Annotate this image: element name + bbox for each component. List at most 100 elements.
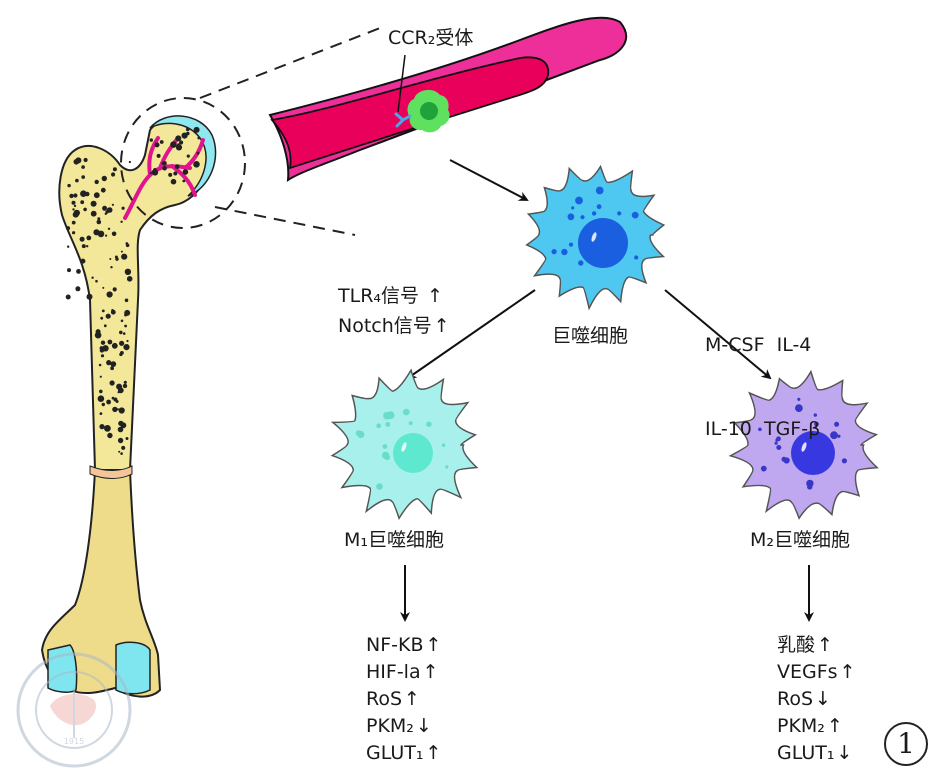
marrow-dot xyxy=(100,354,105,358)
marrow-dot xyxy=(149,172,152,175)
marrow-dot xyxy=(111,342,118,349)
marrow-dot xyxy=(103,324,107,328)
cytoplasm-granule xyxy=(386,411,395,420)
marrow-dot xyxy=(106,360,112,366)
marrow-dot xyxy=(124,309,131,316)
marrow-dot xyxy=(124,324,127,328)
cytoplasm-granule xyxy=(774,441,778,445)
marrow-dot xyxy=(149,138,153,142)
marrow-dot xyxy=(118,407,125,414)
marrow-dot xyxy=(81,175,85,179)
marrow-dot xyxy=(99,412,103,415)
marrow-dot xyxy=(118,420,124,427)
marrow-dot xyxy=(97,217,101,221)
marrow-dot xyxy=(86,235,92,241)
marrow-dot xyxy=(65,226,71,231)
marrow-dot xyxy=(102,286,105,289)
m1-signal-tlr4: TLR₄信号 ↑ xyxy=(338,281,450,311)
marrow-dot xyxy=(186,131,190,136)
cytoplasm-granule xyxy=(385,422,391,427)
m2-marker: VEGFs↑ xyxy=(777,659,855,686)
marrow-dot xyxy=(122,332,126,335)
arrow-up-icon: ↑ xyxy=(422,661,439,683)
marrow-dot xyxy=(170,141,177,148)
cytoplasm-granule xyxy=(445,465,449,469)
marrow-dot xyxy=(97,395,105,403)
m1-markers-list: NF-KB↑ HIF-la↑ RoS↑ PKM₂↓ GLUT₁↑ xyxy=(366,632,441,767)
marrow-dot xyxy=(69,193,74,199)
marrow-dot xyxy=(106,399,111,405)
marrow-dot xyxy=(79,236,85,242)
marrow-dot xyxy=(80,190,87,197)
marrow-dot xyxy=(67,183,71,188)
marrow-dot xyxy=(170,178,177,185)
marrow-dot xyxy=(111,231,117,237)
cytoplasm-granule xyxy=(561,248,568,256)
marrow-dot xyxy=(86,293,93,300)
marrow-dot xyxy=(151,169,159,176)
marrow-dot xyxy=(80,200,85,205)
marrow-dot xyxy=(107,432,113,439)
marrow-dot xyxy=(100,187,106,193)
marrow-dot xyxy=(113,397,118,402)
marrow-dot xyxy=(173,142,176,145)
cytoplasm-granule xyxy=(617,211,622,216)
cytoplasm-granule xyxy=(376,423,382,429)
marrow-dot xyxy=(73,209,81,217)
arrow-up-icon: ↑ xyxy=(817,634,833,656)
cell-nucleus xyxy=(393,433,433,473)
m2-macrophage-label: M₂巨噬细胞 xyxy=(750,529,851,551)
cytoplasm-granule xyxy=(634,255,639,260)
marrow-dot xyxy=(101,402,106,407)
figure-number: 1 xyxy=(884,722,928,766)
cytoplasm-granule xyxy=(376,483,383,490)
marrow-dot xyxy=(117,426,124,433)
m2-signals-list: M-CSF IL-4 IL-10 TGF-β xyxy=(705,275,820,471)
marrow-dot xyxy=(156,153,161,158)
marrow-dot xyxy=(182,169,189,175)
marrow-dot xyxy=(193,161,200,168)
marrow-dot xyxy=(102,205,108,211)
arrow-up-icon: ↑ xyxy=(425,742,442,764)
marrow-dot xyxy=(111,172,116,177)
marrow-dot xyxy=(119,352,123,357)
marrow-dot xyxy=(117,408,119,411)
cytoplasm-granule xyxy=(776,436,781,442)
cytoplasm-granule xyxy=(567,213,575,221)
marrow-dot xyxy=(73,204,77,208)
m2-marker: GLUT₁↓ xyxy=(777,740,855,767)
m2-markers-list: 乳酸↑ VEGFs↑ RoS↓ PKM₂↑ GLUT₁↓ xyxy=(777,632,855,767)
marrow-dot xyxy=(83,157,88,163)
marrow-dot xyxy=(104,425,111,432)
cytoplasm-granule xyxy=(568,242,574,247)
marrow-dot xyxy=(107,339,113,345)
cytoplasm-granule xyxy=(575,196,583,205)
nucleus-highlight xyxy=(591,232,597,242)
arrow-vessel-to-macrophage xyxy=(449,159,529,201)
marrow-dot xyxy=(110,266,113,269)
marrow-dot xyxy=(112,287,117,292)
cytoplasm-granule xyxy=(813,413,817,417)
marrow-dot xyxy=(124,268,132,275)
m1-marker: HIF-la↑ xyxy=(366,659,441,686)
marrow-dot xyxy=(179,140,184,145)
cytoplasm-granule xyxy=(441,443,446,447)
marrow-dot xyxy=(111,203,114,206)
marrow-dot xyxy=(102,345,109,352)
arrow-up-icon: ↑ xyxy=(425,634,442,656)
marrow-dot xyxy=(197,136,200,140)
marrow-dot xyxy=(121,253,128,260)
marrow-dot xyxy=(177,143,180,147)
marrow-dot xyxy=(106,207,113,213)
marrow-dot xyxy=(100,316,104,320)
marrow-dot xyxy=(101,175,108,182)
marrow-dot xyxy=(196,151,200,155)
marrow-dot xyxy=(86,245,89,248)
marrow-dot xyxy=(93,229,100,236)
marrow-dot xyxy=(125,242,129,245)
marrow-dot xyxy=(75,286,81,292)
marrow-dot xyxy=(126,276,133,282)
m2-marker: 乳酸↑ xyxy=(777,632,855,659)
marrow-dot xyxy=(125,437,129,440)
